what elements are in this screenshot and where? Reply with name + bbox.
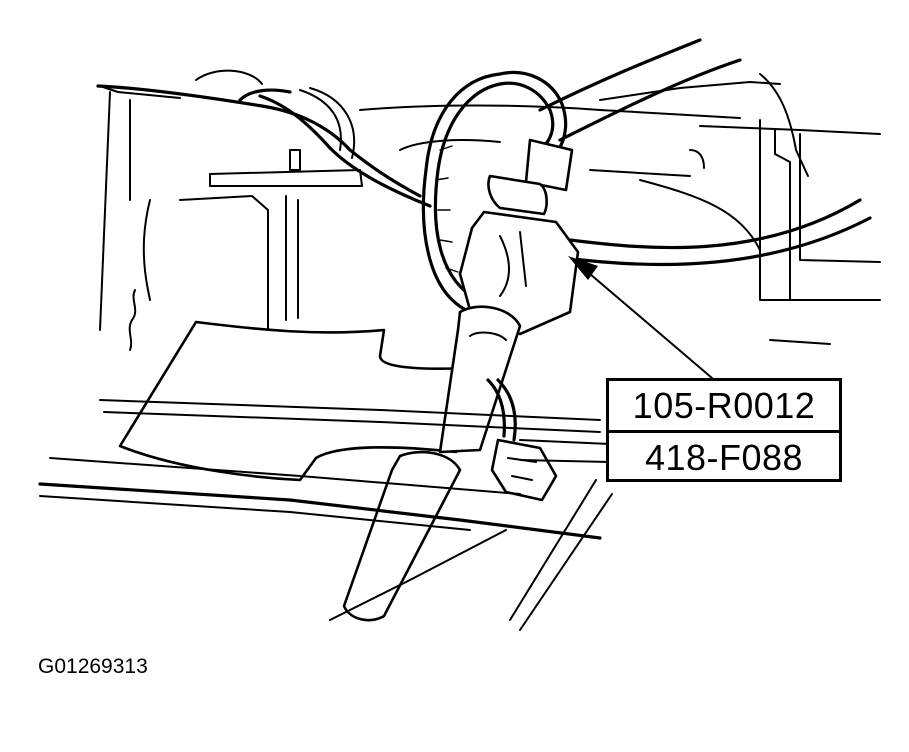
connector-assembly	[458, 138, 580, 336]
part-number-callout: 105-R0012 418-F088	[606, 378, 842, 482]
hoses	[96, 38, 872, 267]
service-tool	[118, 305, 558, 622]
part-number-bottom: 418-F088	[609, 430, 839, 482]
part-number-top: 105-R0012	[632, 384, 816, 426]
frame-lines	[38, 399, 613, 631]
figure-id: G01269313	[38, 655, 148, 678]
pointer-arrow-icon	[568, 256, 713, 379]
engine-background	[99, 69, 881, 351]
cable-loop	[421, 70, 568, 312]
